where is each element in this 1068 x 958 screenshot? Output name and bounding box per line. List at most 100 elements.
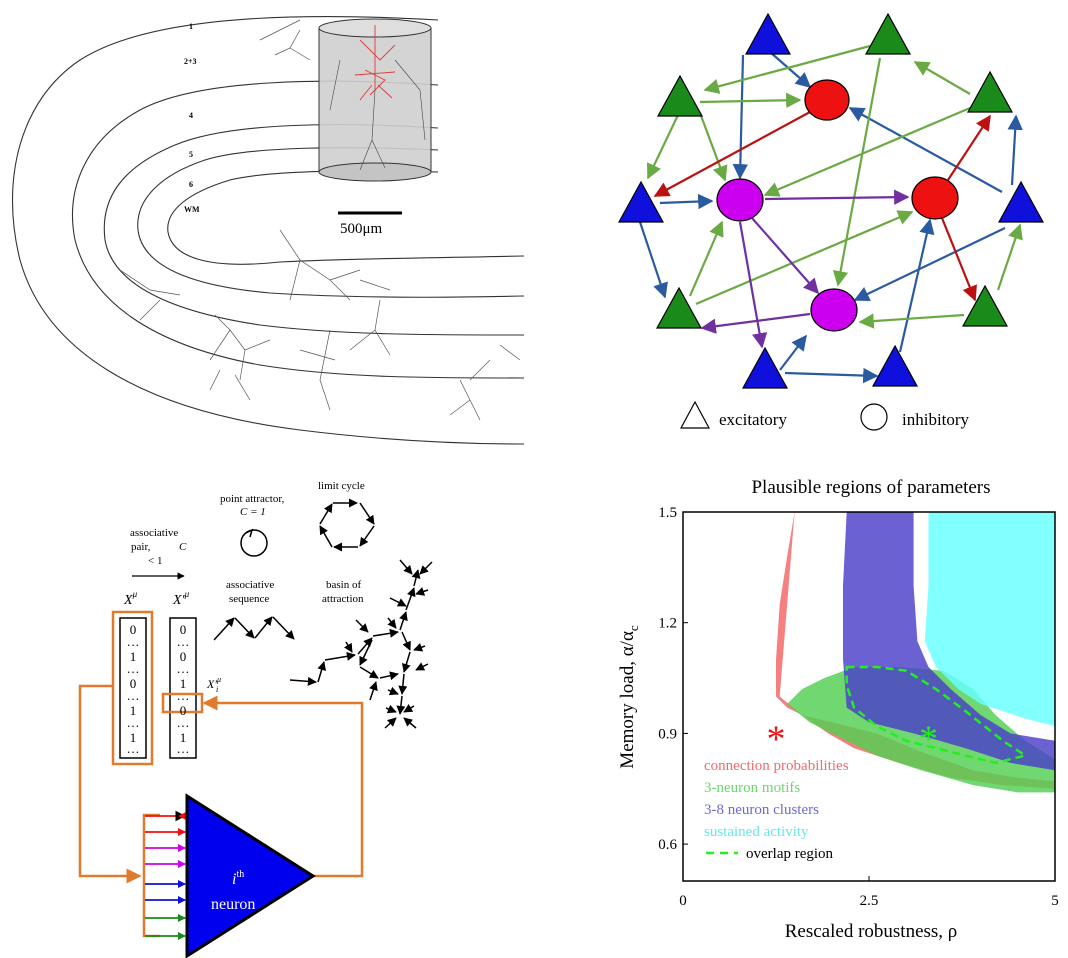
neuron-triangle	[185, 793, 316, 958]
excitatory-green-3	[966, 70, 1014, 113]
y-tick-label: 0.9	[658, 726, 677, 742]
marker-green-star: *	[919, 718, 938, 760]
layer-label-wm: WM	[184, 205, 200, 214]
y-tick-label: 1.2	[658, 616, 677, 632]
excitatory-green-5	[961, 284, 1009, 327]
legend-inhibitory-icon	[860, 403, 888, 431]
basin-of-attraction-tree	[289, 559, 433, 729]
neuron-label-word: neuron	[211, 896, 255, 913]
x-tick-label: 5	[1051, 893, 1059, 909]
chart-markers: **	[767, 718, 939, 760]
legend-excitatory-label: excitatory	[719, 410, 787, 429]
layer-label-1: 1	[189, 22, 193, 31]
legend-label: 3-neuron motifs	[704, 780, 800, 796]
assoc-pair-lt: < 1	[148, 555, 162, 567]
legend-label: sustained activity	[704, 824, 809, 840]
inhibitory-red-1	[804, 79, 850, 121]
excitatory-green-1	[864, 12, 912, 55]
inhibitory-red-2	[911, 176, 959, 220]
cortical-column-cylinder	[318, 18, 432, 182]
region-sustained-activity	[924, 512, 1055, 726]
marker-red-star: *	[767, 718, 786, 760]
chart-regions	[776, 512, 1055, 793]
vector-xi-highlight	[161, 692, 204, 714]
y-tick-label: 0.6	[658, 837, 677, 853]
vector-x-mu	[119, 617, 147, 759]
chart-legend: connection probabilities 3-neuron motifs 3…	[704, 758, 849, 862]
neuron-traces	[119, 19, 521, 421]
vector-left-0: 0	[130, 622, 137, 637]
inhibitory-magenta-1	[716, 178, 764, 222]
region-overlap-region	[845, 665, 1029, 765]
panel-a-cortex: 1 2+3 4 5 6 WM 500μm	[11, 15, 525, 445]
vector-right-1: …	[177, 634, 190, 649]
assoc-sequence-line1: associative	[226, 579, 274, 591]
limit-cycle-hexagon	[319, 498, 375, 552]
chart-title: Plausible regions of parameters	[751, 477, 990, 498]
vector-left-3: …	[127, 661, 140, 676]
panel-d-chart: Plausible regions of parameters 0 2.5 5 0.6…	[617, 477, 1059, 942]
panel-b-network: excitatory inhibitory	[617, 12, 1045, 431]
legend-label: 3-8 neuron clusters	[704, 802, 819, 818]
layer-boundary-1	[11, 15, 525, 445]
x-tick-label: 2.5	[860, 893, 879, 909]
vector-left-7: …	[127, 715, 140, 730]
vector-left-4: 0	[130, 676, 137, 691]
vector-left-9: …	[127, 741, 140, 756]
assoc-pair-line1: associative	[130, 527, 178, 539]
limit-cycle-label: limit cycle	[318, 480, 365, 492]
input-arrowheads	[178, 812, 186, 940]
layer-boundary-3	[103, 124, 525, 336]
vector-right-7: …	[177, 715, 190, 730]
region-3-8-neuron-clusters	[843, 512, 1055, 771]
layer-boundary-2	[71, 80, 525, 379]
neuron-label-i: ith	[232, 869, 244, 888]
xprime-mu-label: X′μ	[172, 589, 190, 608]
assoc-pair-line2: pair,	[131, 541, 151, 553]
layer-label-2-3: 2+3	[184, 57, 197, 66]
inhibitory-magenta-2	[810, 288, 858, 332]
chart-xlabel: Rescaled robustness, ρ	[785, 921, 958, 942]
vector-right-9: …	[177, 741, 190, 756]
legend-label: overlap region	[746, 846, 834, 862]
assoc-sequence-line2: sequence	[229, 593, 269, 605]
point-attractor-label: point attractor,	[220, 493, 285, 505]
vector-left-2: 1	[130, 649, 137, 664]
excitatory-blue-3	[997, 180, 1045, 223]
layer-boundary-4	[137, 147, 525, 298]
assoc-sequence-zigzag	[213, 616, 295, 641]
vector-left-1: …	[127, 634, 140, 649]
excitatory-blue-5	[871, 344, 919, 387]
vector-right-3: …	[177, 661, 190, 676]
vector-x-mu-outer	[111, 610, 154, 766]
x-tick-label: 0	[679, 893, 687, 909]
assoc-pair-c: C	[179, 541, 187, 553]
panel-c-schematic: limit cycle point attractor, C = 1 assoc…	[78, 480, 433, 958]
y-tick-label: 1.5	[658, 505, 677, 521]
excitatory-green-2	[656, 74, 704, 117]
vector-left-5: …	[127, 688, 140, 703]
legend-label: connection probabilities	[704, 758, 849, 774]
legend-inhibitory-label: inhibitory	[902, 410, 970, 429]
vector-left-6: 1	[130, 703, 137, 718]
excitatory-blue-1	[744, 12, 792, 55]
vector-left-8: 1	[130, 730, 137, 745]
vector-right-8: 1	[180, 730, 187, 745]
basin-line1: basin of	[326, 579, 361, 591]
vector-right-6: 0	[180, 703, 187, 718]
excitatory-green-4	[655, 286, 703, 329]
vector-right-5: …	[177, 688, 190, 703]
legend-excitatory-icon	[679, 400, 711, 429]
x-mu-label: Xμ	[123, 589, 138, 608]
chart-ylabel: Memory load, α/αc	[617, 625, 641, 769]
scale-bar-label: 500μm	[340, 221, 383, 237]
chart-ticks: 0 2.5 5 0.6 0.9 1.2 1.5	[658, 505, 1059, 909]
layer-label-5: 5	[189, 150, 193, 159]
point-attractor-c: C = 1	[240, 506, 266, 518]
vector-xprime-mu	[169, 617, 197, 759]
vector-right-4: 1	[180, 676, 187, 691]
excitatory-blue-2	[617, 180, 665, 223]
basin-line2: attraction	[322, 593, 364, 605]
